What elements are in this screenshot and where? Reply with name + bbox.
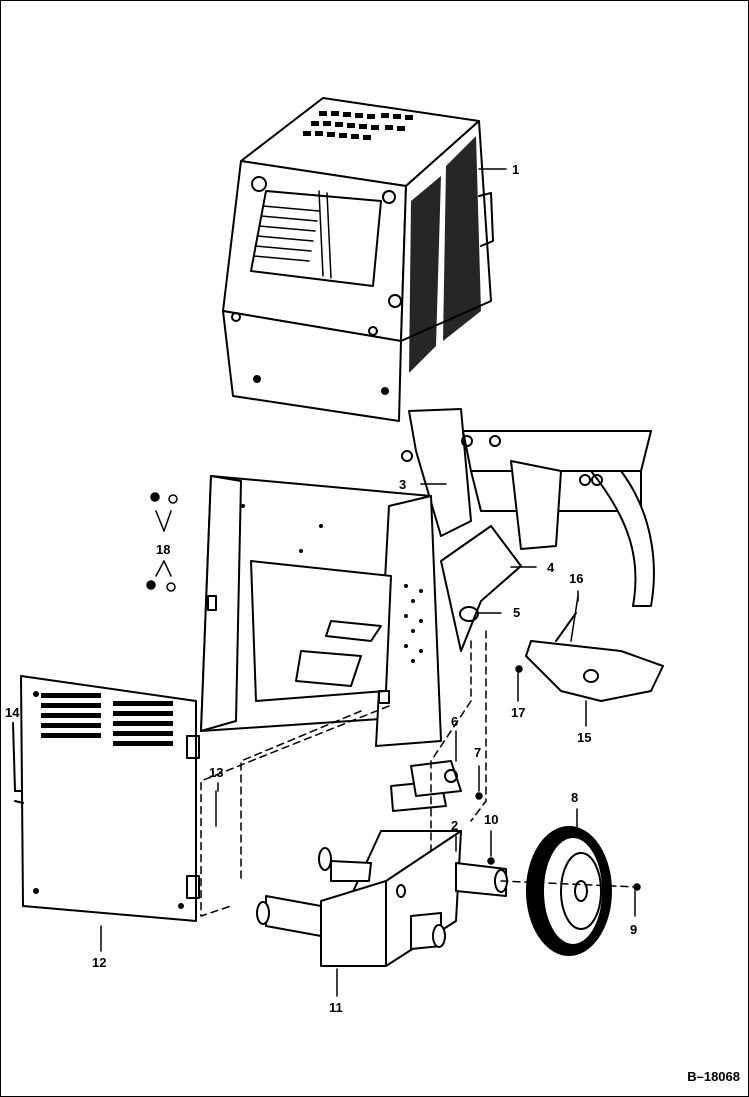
callout-3: 3 xyxy=(399,477,407,492)
callout-8: 8 xyxy=(571,790,579,805)
callout-7: 7 xyxy=(474,745,482,760)
callout-18: 18 xyxy=(156,542,171,557)
axle-housing xyxy=(256,830,508,967)
drawing-number: B–18068 xyxy=(687,1069,740,1084)
callout-1: 1 xyxy=(512,162,520,177)
callout-17: 17 xyxy=(511,705,526,720)
callout-15: 15 xyxy=(577,730,592,745)
leader-lines xyxy=(100,168,636,997)
hardware-items xyxy=(146,492,641,891)
rear-door xyxy=(12,675,200,922)
bracket-part-6 xyxy=(390,760,462,812)
callout-16: 16 xyxy=(569,571,584,586)
assembly-dashed-lines xyxy=(200,630,638,917)
callout-9: 9 xyxy=(630,922,638,937)
tire-wheel xyxy=(526,826,612,956)
main-frame xyxy=(200,475,522,747)
callout-14: 14 xyxy=(5,705,20,720)
operator-cab xyxy=(222,97,494,422)
callout-11: 11 xyxy=(329,1000,343,1015)
callout-5: 5 xyxy=(513,605,521,620)
guard-part-15 xyxy=(525,612,664,702)
callout-12: 12 xyxy=(92,955,107,970)
callout-4: 4 xyxy=(547,560,555,575)
callout-2: 2 xyxy=(451,818,459,833)
callout-6: 6 xyxy=(451,714,459,729)
lift-arm-assembly xyxy=(401,408,655,607)
callout-10: 10 xyxy=(484,812,499,827)
callout-13: 13 xyxy=(209,765,224,780)
